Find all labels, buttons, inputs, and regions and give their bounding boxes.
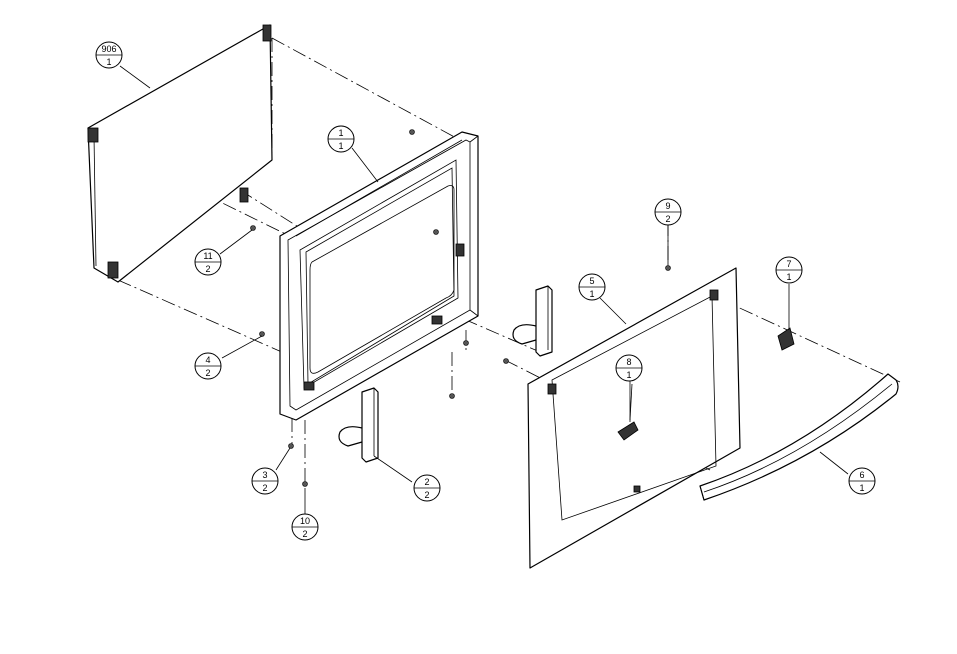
callout-5: 51 <box>578 273 606 301</box>
callout-11: 112 <box>194 248 222 276</box>
callout-qty: 2 <box>262 483 267 493</box>
callout-10: 102 <box>291 513 319 541</box>
outer-glass <box>527 267 741 569</box>
callout-qty: 2 <box>205 368 210 378</box>
callout-ref: 2 <box>424 477 429 487</box>
callout-ref: 3 <box>262 470 267 480</box>
callout-qty: 2 <box>424 490 429 500</box>
callout-4: 42 <box>194 352 222 380</box>
handle-clip <box>777 327 795 351</box>
callout-ref: 11 <box>203 251 212 261</box>
leader-lines <box>119 65 849 514</box>
callout-ref: 906 <box>101 44 116 54</box>
door-handle <box>699 373 899 501</box>
door-frame <box>279 131 479 421</box>
callout-6: 61 <box>848 467 876 495</box>
callout-qty: 1 <box>106 57 111 67</box>
hinge-bracket-right <box>512 285 553 357</box>
callout-qty: 1 <box>859 483 864 493</box>
callout-ref: 9 <box>665 201 670 211</box>
callout-ref: 1 <box>338 128 343 138</box>
callout-ref: 7 <box>786 259 791 269</box>
callout-ref: 5 <box>589 276 594 286</box>
callout-ref: 4 <box>205 355 210 365</box>
inner-glass-panel <box>87 24 273 283</box>
callout-qty: 1 <box>338 141 343 151</box>
fasteners <box>250 129 671 487</box>
callout-qty: 2 <box>302 529 307 539</box>
callout-3: 32 <box>251 467 279 495</box>
callout-8: 81 <box>615 354 643 382</box>
hinge-bracket-left <box>338 387 379 463</box>
callout-2: 22 <box>413 474 441 502</box>
callout-qty: 1 <box>589 289 594 299</box>
callout-qty: 2 <box>665 214 670 224</box>
callout-qty: 1 <box>786 272 791 282</box>
callout-ref: 6 <box>859 470 864 480</box>
callout-ref: 10 <box>300 516 310 526</box>
callout-qty: 1 <box>626 370 631 380</box>
callout-qty: 2 <box>205 264 210 274</box>
callout-7: 71 <box>775 256 803 284</box>
callout-ref: 8 <box>626 357 631 367</box>
callout-1: 11 <box>327 125 355 153</box>
callout-9: 92 <box>654 198 682 226</box>
